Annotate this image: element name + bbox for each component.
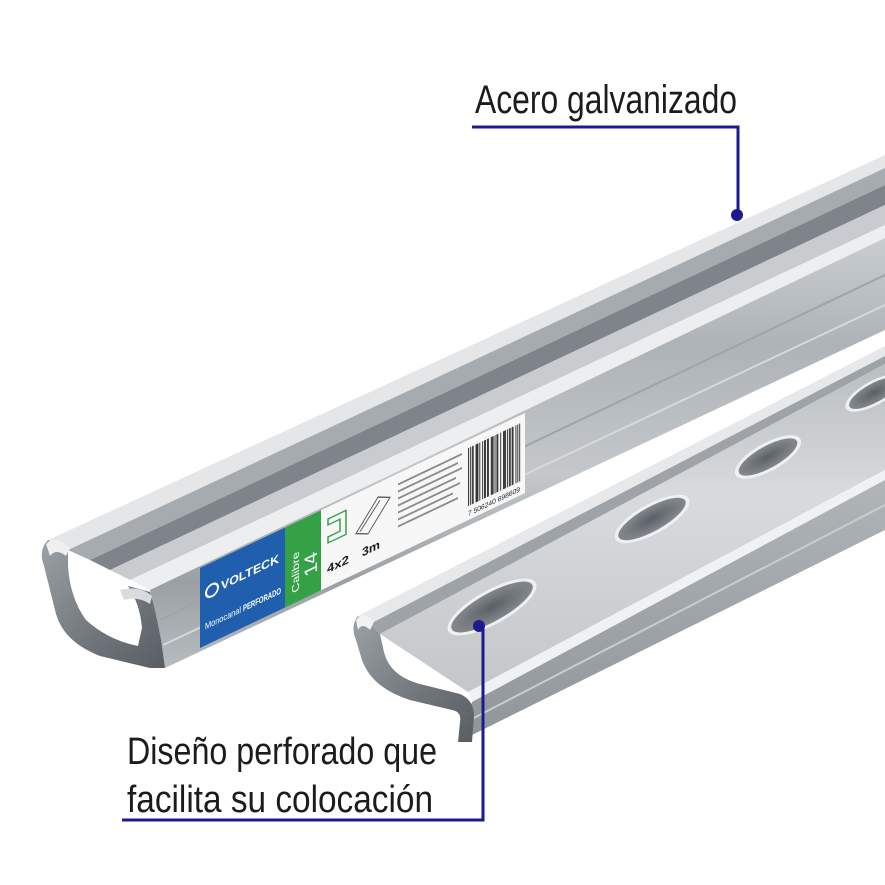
barcode-bar	[471, 445, 473, 505]
callout-galvanized-text: Acero galvanizado	[475, 78, 737, 122]
barcode-bar	[515, 425, 517, 484]
perforated-side-face	[458, 480, 885, 742]
barcode-bar	[469, 446, 471, 506]
channel-edge-highlight	[130, 225, 885, 590]
barcode-bar	[487, 438, 488, 498]
brand-logo-icon	[205, 582, 219, 599]
profile-size-icon	[327, 509, 347, 545]
barcode-bar	[487, 438, 489, 497]
channel-top-face	[110, 205, 885, 580]
perforated-lip-curve	[370, 356, 885, 634]
callout-galvanized-leader	[472, 125, 740, 215]
barcode-bar	[517, 424, 519, 483]
perforated-end-profile	[353, 616, 474, 742]
barcode-bar	[505, 430, 506, 489]
gauge-label: Calibre	[290, 549, 301, 595]
callout-perforated-text-line1: Diseño perforado que	[127, 731, 437, 773]
barcode-bar	[504, 430, 505, 489]
callout-perforated-dot	[473, 620, 485, 632]
fine-print-block	[398, 453, 462, 528]
callout-galvanized-dot	[731, 209, 743, 221]
barcode-bar	[496, 434, 498, 493]
channel-groove	[90, 185, 885, 570]
barcode-bar	[475, 444, 477, 503]
solid-channel: VOLTECK Monocanal PERFORADO Calibre 14 4…	[41, 155, 885, 668]
slot	[734, 435, 802, 479]
barcode-bar	[519, 423, 521, 482]
barcode-bar	[468, 447, 469, 507]
label-green-panel	[285, 510, 321, 608]
slot	[447, 578, 537, 636]
barcode-bar	[500, 432, 502, 491]
barcode-bar	[494, 435, 496, 494]
barcode	[468, 423, 521, 507]
channel-end-top-curl	[46, 539, 70, 556]
barcode-bar	[511, 426, 513, 486]
channel-lip-curve	[68, 168, 885, 560]
perforated-lip-top	[358, 346, 885, 624]
perforated-end-top-curl	[356, 615, 374, 630]
callout-perforated: Diseño perforado que facilita su colocac…	[122, 620, 485, 822]
gauge-value: 14	[302, 548, 322, 579]
channel-end-lip-curl	[120, 588, 152, 604]
callout-perforated-text-line2: facilita su colocación	[127, 779, 433, 821]
barcode-bar	[492, 435, 494, 495]
barcode-bar	[476, 443, 478, 503]
callout-galvanized: Acero galvanizado	[472, 78, 743, 221]
barcode-bar	[479, 442, 481, 501]
slot	[614, 494, 690, 544]
barcode-bar	[472, 445, 474, 504]
barcode-bar	[508, 428, 510, 487]
perforated-side-crease	[465, 504, 885, 723]
barcode-bar	[497, 433, 499, 493]
barcode-bar	[485, 439, 486, 499]
barcode-bar	[509, 427, 511, 487]
barcode-bar	[482, 440, 484, 500]
perforated-channel	[353, 346, 885, 742]
channel-end-profile	[41, 540, 165, 668]
barcode-bar	[506, 429, 508, 488]
channel-lip-top	[48, 155, 885, 550]
slot	[845, 374, 885, 412]
barcode-bar	[512, 426, 514, 485]
label-white-panel	[321, 412, 525, 591]
callout-perforated-leader	[122, 628, 485, 822]
length-icon	[355, 496, 391, 535]
barcode-bar	[490, 436, 492, 496]
barcode-bar	[477, 443, 479, 502]
barcode-bar	[503, 430, 504, 490]
barcode-bar	[484, 440, 485, 499]
perforated-edge-highlight	[468, 470, 885, 702]
barcode-bar	[491, 436, 493, 495]
label-blue-panel	[200, 527, 285, 648]
